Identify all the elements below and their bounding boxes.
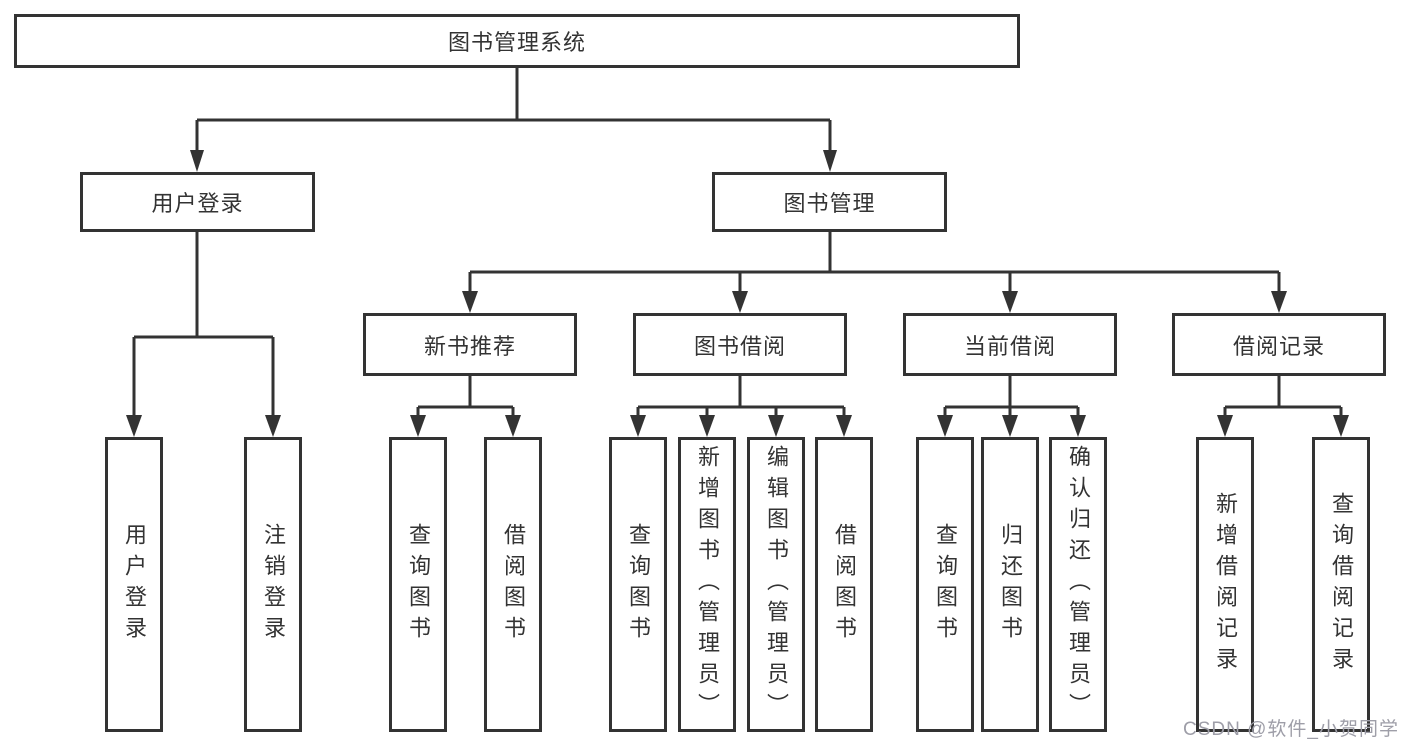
node-book-management-label: 图书管理 [783, 191, 876, 216]
leaf-borrow-add-admin-label: 新增图书（管理员） [695, 445, 720, 724]
connector-borrow-records [1217, 376, 1349, 437]
leaf-record-add: 新增借阅记录 [1196, 437, 1254, 732]
leaf-logout-label: 注销登录 [261, 522, 286, 647]
leaf-current-confirm-admin-label: 确认归还（管理员） [1066, 445, 1091, 724]
leaf-user-login: 用户登录 [105, 437, 163, 732]
connector-new-book [410, 376, 521, 437]
node-user-login-label: 用户登录 [151, 191, 244, 216]
csdn-watermark: CSDN @软件_小贺同学 [1183, 719, 1399, 740]
node-root-label: 图书管理系统 [447, 30, 586, 55]
node-current-borrow: 当前借阅 [903, 313, 1117, 376]
connector-book-borrow [630, 376, 852, 437]
leaf-user-login-label: 用户登录 [122, 522, 147, 647]
node-current-borrow-label: 当前借阅 [963, 333, 1056, 359]
leaf-newbook-query-label: 查询图书 [406, 522, 431, 647]
connector-user-login [126, 232, 281, 437]
connector-current-borrow [937, 376, 1086, 437]
node-borrow-records-label: 借阅记录 [1232, 333, 1325, 359]
leaf-current-query: 查询图书 [916, 437, 974, 732]
leaf-borrow-query: 查询图书 [609, 437, 667, 732]
node-root: 图书管理系统 [14, 14, 1020, 68]
leaf-record-query: 查询借阅记录 [1312, 437, 1370, 732]
leaf-borrow-query-label: 查询图书 [626, 522, 651, 647]
node-new-book-recommend: 新书推荐 [363, 313, 577, 376]
connector-root [190, 68, 837, 172]
leaf-current-return: 归还图书 [981, 437, 1039, 732]
leaf-newbook-borrow: 借阅图书 [484, 437, 542, 732]
leaf-logout: 注销登录 [244, 437, 302, 732]
leaf-current-return-label: 归还图书 [998, 522, 1023, 647]
leaf-record-add-label: 新增借阅记录 [1213, 491, 1238, 678]
leaf-borrow-edit-admin: 编辑图书（管理员） [747, 437, 805, 732]
node-book-borrow-label: 图书借阅 [693, 333, 786, 359]
leaf-borrow-book-label: 借阅图书 [832, 522, 857, 647]
node-user-login: 用户登录 [80, 172, 315, 232]
leaf-current-confirm-admin: 确认归还（管理员） [1049, 437, 1107, 732]
node-book-borrow: 图书借阅 [633, 313, 847, 376]
leaf-newbook-query: 查询图书 [389, 437, 447, 732]
connector-book-management [462, 232, 1287, 313]
leaf-newbook-borrow-label: 借阅图书 [501, 522, 526, 647]
leaf-borrow-book: 借阅图书 [815, 437, 873, 732]
node-borrow-records: 借阅记录 [1172, 313, 1386, 376]
leaf-current-query-label: 查询图书 [933, 522, 958, 647]
leaf-record-query-label: 查询借阅记录 [1329, 491, 1354, 678]
node-new-book-recommend-label: 新书推荐 [423, 333, 516, 359]
node-book-management: 图书管理 [712, 172, 947, 232]
leaf-borrow-edit-admin-label: 编辑图书（管理员） [764, 445, 789, 724]
leaf-borrow-add-admin: 新增图书（管理员） [678, 437, 736, 732]
